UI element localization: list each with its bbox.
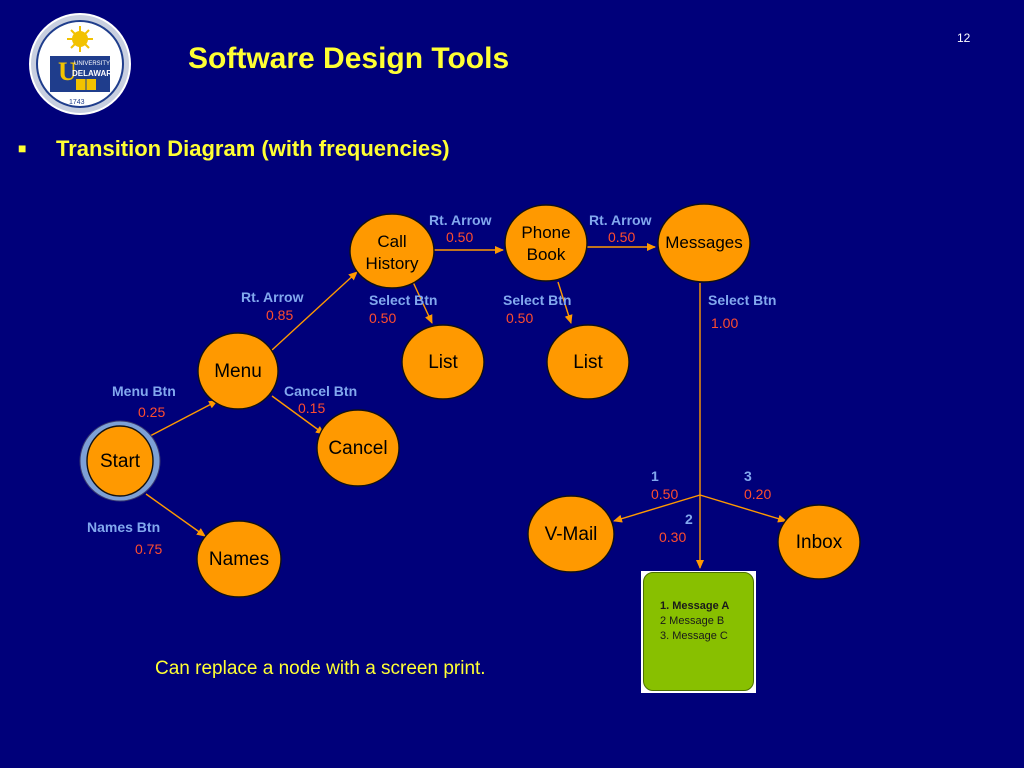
edge-freq-to-vmail: 0.50 xyxy=(651,486,679,502)
edge-callhistory-list xyxy=(412,281,433,324)
edge-label-start-names: Names Btn xyxy=(87,519,161,535)
message-item: 3. Message C xyxy=(660,630,728,642)
menu-node-shape xyxy=(197,332,279,410)
edge-freq-phonebook-list: 0.50 xyxy=(506,310,534,326)
edge-menu-cancel xyxy=(271,395,325,435)
edge-freq-menu-cancel: 0.15 xyxy=(298,400,326,416)
square-bullet-icon: ■ xyxy=(18,140,27,156)
edge-freq-phonebook-messages: 0.50 xyxy=(608,229,636,245)
edge-freq-start-names: 0.75 xyxy=(135,541,163,557)
edge-label-menu-cancel: Cancel Btn xyxy=(284,383,358,399)
bullet-text: Transition Diagram (with frequencies) xyxy=(56,136,450,161)
edge-label-menu-callhistory: Rt. Arrow xyxy=(241,289,304,305)
edge-label-start-menu: Menu Btn xyxy=(112,383,176,399)
edge-label-to-vmail: 1 xyxy=(651,468,659,484)
call-history-node-shape xyxy=(349,213,435,289)
edge-freq-to-inbox: 0.20 xyxy=(744,486,772,502)
page-number: 12 xyxy=(957,31,971,45)
start-node-shape xyxy=(86,425,154,497)
edge-freq-callhistory-phonebook: 0.50 xyxy=(446,229,474,245)
names-node-shape xyxy=(196,520,282,598)
screen-print-node: 1. Message A 2 Message B 3. Message C xyxy=(641,571,756,693)
edge-label-to-screen: 2 xyxy=(685,511,693,527)
cancel-node-shape xyxy=(316,409,400,487)
phone-screen: 1. Message A 2 Message B 3. Message C xyxy=(643,572,754,691)
edge-label-messages-select: Select Btn xyxy=(708,292,777,308)
edge-start-menu xyxy=(149,400,218,437)
svg-text:U: U xyxy=(58,57,77,86)
svg-text:1743: 1743 xyxy=(69,99,85,106)
footnote: Can replace a node with a screen print. xyxy=(155,658,486,679)
edge-label-phonebook-list: Select Btn xyxy=(503,292,572,308)
edge-split-vmail xyxy=(613,494,701,523)
edge-freq-start-menu: 0.25 xyxy=(138,404,166,420)
phone-book-node-shape xyxy=(504,204,588,282)
edge-freq-to-screen: 0.30 xyxy=(659,529,687,545)
vmail-node-shape xyxy=(527,495,615,573)
edge-freq-messages-select: 1.00 xyxy=(711,315,739,331)
svg-text:DELAWARE: DELAWARE xyxy=(72,69,118,78)
edge-label-phonebook-messages: Rt. Arrow xyxy=(589,212,652,228)
message-item: 2 Message B xyxy=(660,615,725,627)
svg-text:UNIVERSITY OF: UNIVERSITY OF xyxy=(74,61,120,67)
messages-node-shape xyxy=(657,203,751,283)
edge-label-callhistory-list: Select Btn xyxy=(369,292,438,308)
edge-split-inbox xyxy=(699,494,787,523)
edge-menu-callhistory xyxy=(271,271,358,351)
edge-freq-callhistory-list: 0.50 xyxy=(369,310,397,326)
list-node-shape-2 xyxy=(546,324,630,400)
edge-label-callhistory-phonebook: Rt. Arrow xyxy=(429,212,492,228)
inbox-node-shape xyxy=(777,504,861,580)
university-seal-logo: U UNIVERSITY OF DELAWARE 1743 xyxy=(29,13,131,115)
edge-freq-menu-callhistory: 0.85 xyxy=(266,307,294,323)
bullet-point: ■ Transition Diagram (with frequencies) xyxy=(18,136,450,162)
edge-phonebook-list xyxy=(557,281,573,324)
slide-title: Software Design Tools xyxy=(188,42,510,75)
list-node-shape-1 xyxy=(401,324,485,400)
message-list: 1. Message A 2 Message B 3. Message C xyxy=(660,599,729,644)
edge-label-to-inbox: 3 xyxy=(744,468,752,484)
edge-start-names xyxy=(145,493,206,537)
message-item: 1. Message A xyxy=(660,600,730,612)
